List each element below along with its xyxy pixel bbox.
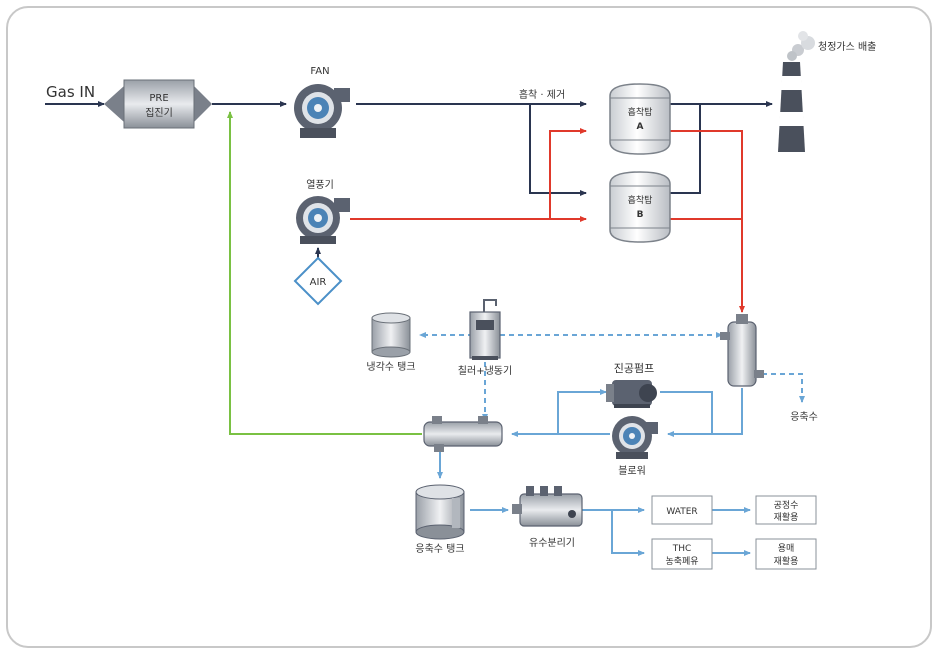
condensate-label: 응축수	[790, 411, 818, 423]
thc-box: THC 농축폐유	[651, 538, 713, 570]
condenser-icon	[720, 314, 764, 387]
condensate-tank-icon	[415, 484, 465, 540]
hot-air-fan-label: 열풍기	[306, 179, 334, 191]
stack-label: 청정가스 배출	[818, 41, 876, 53]
separator-icon	[512, 486, 583, 527]
air-diamond: AIR	[293, 256, 343, 306]
adsorption-tower-b: 흡착탑 B	[609, 171, 671, 243]
water-box: WATER	[651, 495, 713, 525]
tower-b-line2: B	[637, 210, 644, 220]
reuse-process-line2: 재활용	[774, 511, 799, 523]
blower-icon	[612, 416, 658, 459]
diagram-frame	[6, 6, 932, 648]
hot-air-lines	[350, 128, 745, 313]
cooling-tank-icon	[371, 312, 411, 358]
pre-collector-line2: 집진기	[145, 107, 173, 119]
tower-a-line1: 흡착탑	[628, 106, 653, 118]
gas-in-label: Gas IN	[46, 83, 95, 101]
gas-flow-lines	[45, 101, 773, 196]
pre-collector: PRE 집진기	[104, 79, 212, 129]
vacuum-pump-label: 진공펌프	[614, 362, 654, 375]
pre-collector-line1: PRE	[149, 93, 168, 104]
chiller-label: 칠러+냉동기	[458, 365, 512, 377]
reuse-solvent-line2: 재활용	[774, 555, 799, 567]
stack-icon	[778, 31, 815, 152]
reuse-process-line1: 공정수	[774, 500, 799, 511]
chiller-icon	[469, 299, 501, 360]
fan-icon	[294, 84, 350, 138]
hot-air-fan-icon	[296, 196, 350, 244]
vacuum-pump-icon	[606, 380, 657, 408]
water-box-label: WATER	[666, 507, 697, 517]
adsorption-label: 흡착 · 제거	[519, 88, 565, 101]
blower-label: 블로워	[618, 464, 646, 477]
separator-label: 유수분리기	[529, 537, 575, 549]
reuse-process-box: 공정수 재활용	[755, 495, 817, 525]
recycle-line	[227, 111, 422, 435]
cooling-lines	[419, 332, 805, 556]
air-label: AIR	[310, 277, 327, 288]
tower-b-line1: 흡착탑	[628, 194, 653, 206]
thc-box-line1: THC	[672, 544, 692, 554]
adsorption-tower-a: 흡착탑 A	[609, 83, 671, 155]
cooling-tank-label: 냉각수 탱크	[366, 361, 415, 373]
heat-exchanger-icon	[423, 416, 503, 452]
reuse-solvent-line1: 용매	[778, 543, 795, 554]
condensate-tank-label: 응축수 탱크	[415, 543, 464, 555]
reuse-solvent-box: 용매 재활용	[755, 538, 817, 570]
tower-a-line2: A	[637, 122, 644, 132]
fan-label: FAN	[310, 66, 329, 77]
thc-box-line2: 농축폐유	[665, 555, 698, 567]
